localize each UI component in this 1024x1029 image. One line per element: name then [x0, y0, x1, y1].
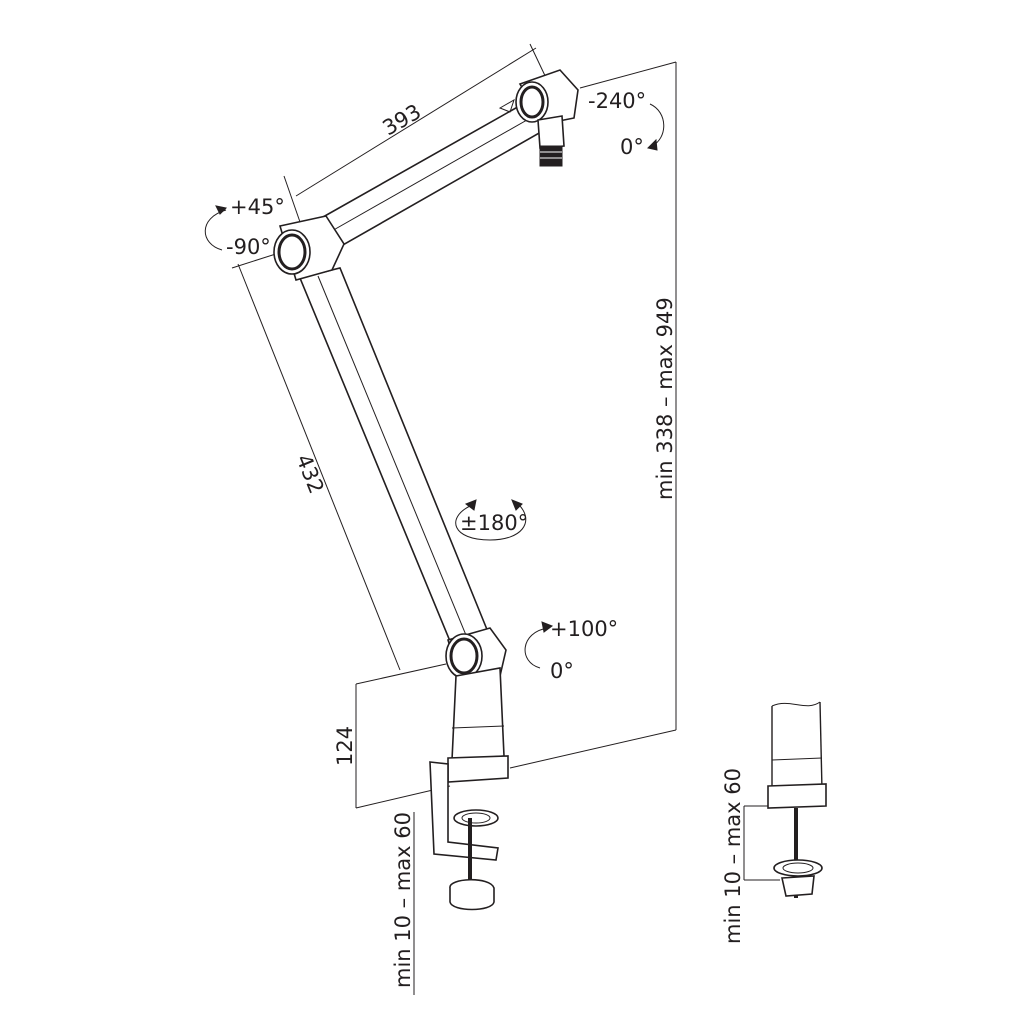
- elbow-joint: [273, 215, 345, 281]
- top-mount-joint: [498, 69, 579, 167]
- base-height-label: 124: [333, 726, 357, 766]
- mount-top-angle: -240°: [588, 89, 646, 113]
- clamp-range-right-label: min 10 – max 60: [721, 768, 745, 944]
- elbow-bottom-angle: -90°: [226, 235, 271, 259]
- angle-labels: -240° 0° +45° -90° ±180° +100° 0°: [226, 89, 646, 683]
- base-top-angle: +100°: [550, 617, 618, 641]
- base-bottom-angle: 0°: [550, 659, 574, 683]
- rotation-arrows: [204, 103, 665, 669]
- grommet-mount-detail: [767, 701, 827, 898]
- clamp-range-left-label: min 10 – max 60: [391, 812, 415, 988]
- upper-arm-length-label: 393: [379, 99, 426, 140]
- arm-assembly: [273, 69, 579, 911]
- elbow-top-angle: +45°: [230, 195, 285, 219]
- height-range-label: min 338 – max 949: [653, 297, 677, 500]
- lower-arm-length-label: 432: [291, 451, 328, 497]
- desk-clamp: [429, 761, 499, 911]
- base-joint: [445, 627, 509, 783]
- mount-bottom-angle: 0°: [620, 135, 644, 159]
- rotation-angle: ±180°: [460, 511, 528, 535]
